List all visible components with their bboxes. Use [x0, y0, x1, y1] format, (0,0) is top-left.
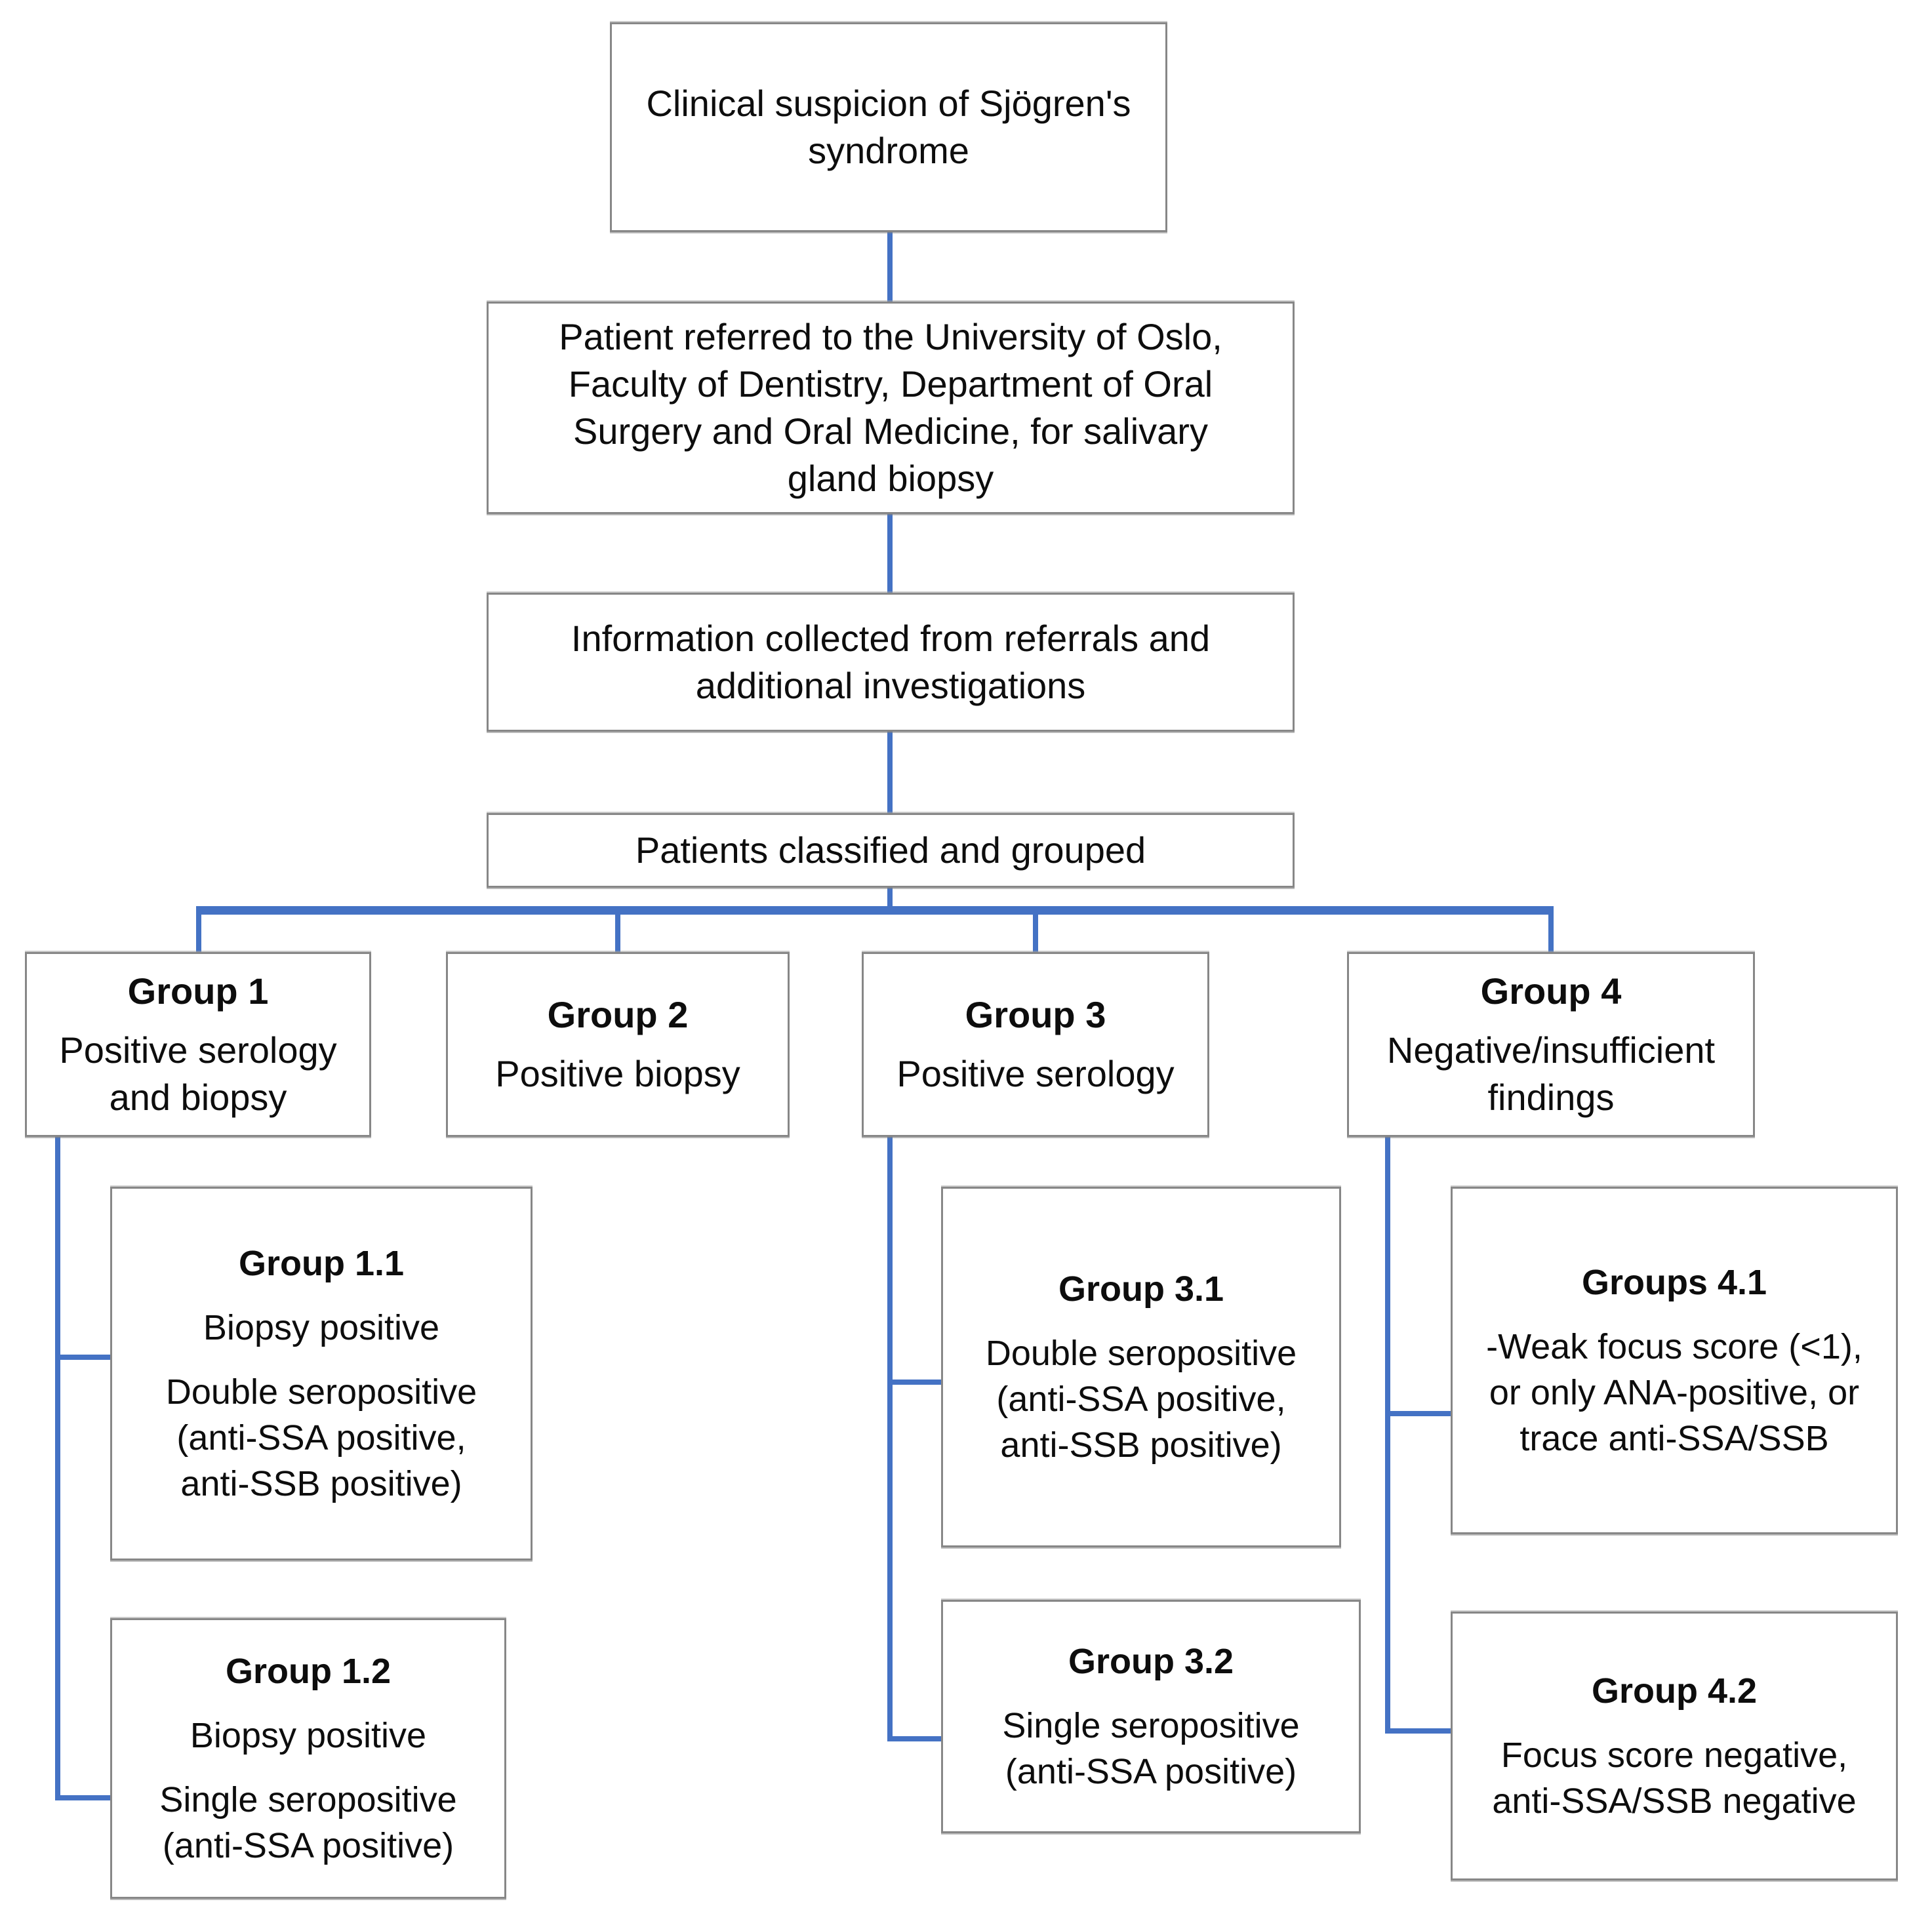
node-line: anti-SSB positive)	[1000, 1425, 1282, 1465]
node-line: Double seropositive	[985, 1334, 1297, 1373]
node-title: Group 3.1	[1058, 1269, 1224, 1309]
node-line: Double seropositive	[165, 1372, 477, 1412]
node-title: Group 1	[127, 970, 269, 1012]
node-group-4: Group 4 Negative/insufficient findings	[1347, 952, 1755, 1137]
node-line: additional investigations	[695, 665, 1086, 706]
node-title: Group 3	[965, 994, 1106, 1035]
node-line: Patient referred to the University of Os…	[559, 316, 1222, 357]
node-line: Information collected from referrals and	[571, 618, 1211, 659]
branch-group1-line	[55, 1137, 60, 1800]
node-line: gland biopsy	[787, 458, 994, 499]
drop-group3	[1033, 911, 1038, 953]
node-line: Focus score negative,	[1500, 1736, 1848, 1775]
node-line: Positive biopsy	[495, 1053, 740, 1094]
node-group-3-1: Group 3.1 Double seropositive (anti-SSA …	[941, 1187, 1341, 1547]
node-line: Single seropositive	[159, 1780, 457, 1819]
node-line: (anti-SSA positive)	[162, 1826, 454, 1865]
node-line: (anti-SSA positive)	[1005, 1752, 1297, 1791]
stub-group3-to-3-2	[887, 1736, 941, 1741]
node-line: Positive serology	[59, 1029, 337, 1071]
connector-clinical-to-referral	[887, 231, 893, 303]
node-line: anti-SSB positive)	[180, 1464, 462, 1503]
node-title: Group 3.2	[1068, 1642, 1234, 1681]
node-group-4-1: Groups 4.1 -Weak focus score (<1), or on…	[1451, 1187, 1898, 1534]
branch-group3-line	[887, 1137, 893, 1741]
stub-group3-to-3-1	[887, 1380, 941, 1385]
drop-group4	[1548, 911, 1554, 953]
connector-classified-to-bus	[887, 886, 893, 910]
drop-group2	[615, 911, 620, 953]
stub-group4-to-4-1	[1385, 1411, 1451, 1416]
node-group-3: Group 3 Positive serology	[862, 952, 1209, 1137]
node-line: Surgery and Oral Medicine, for salivary	[573, 410, 1208, 452]
node-line: Patients classified and grouped	[635, 829, 1146, 871]
node-group-3-2: Group 3.2 Single seropositive (anti-SSA …	[941, 1600, 1361, 1833]
connector-information-to-classified	[887, 730, 893, 814]
node-group-4-2: Group 4.2 Focus score negative, anti-SSA…	[1451, 1612, 1898, 1880]
node-line: or only ANA-positive, or	[1489, 1373, 1860, 1412]
node-information-collected: Information collected from referrals and…	[487, 593, 1295, 732]
node-line: Positive serology	[896, 1053, 1175, 1094]
node-patients-classified: Patients classified and grouped	[487, 813, 1295, 888]
node-line: anti-SSA/SSB negative	[1492, 1781, 1857, 1821]
node-line: and biopsy	[109, 1077, 287, 1118]
stub-group4-to-4-2	[1385, 1728, 1451, 1734]
node-line: -Weak focus score (<1),	[1486, 1327, 1862, 1366]
node-line: trace anti-SSA/SSB	[1519, 1419, 1829, 1458]
stub-group1-to-1-1	[55, 1355, 113, 1360]
node-line: (anti-SSA positive,	[996, 1380, 1286, 1419]
node-group-2: Group 2 Positive biopsy	[446, 952, 790, 1137]
node-line: Clinical suspicion of Sjögren's	[646, 83, 1131, 124]
stub-group1-to-1-2	[55, 1795, 113, 1800]
node-line: (anti-SSA positive,	[176, 1418, 466, 1458]
node-title: Group 4	[1480, 970, 1622, 1012]
node-line: Biopsy positive	[190, 1716, 427, 1755]
node-line: findings	[1487, 1077, 1615, 1118]
node-group-1: Group 1 Positive serology and biopsy	[25, 952, 371, 1137]
node-referral: Patient referred to the University of Os…	[487, 302, 1295, 514]
node-group-1-1: Group 1.1 Biopsy positive Double seropos…	[110, 1187, 533, 1560]
node-group-1-2: Group 1.2 Biopsy positive Single seropos…	[110, 1618, 506, 1899]
node-title: Group 1.1	[238, 1244, 405, 1283]
node-clinical-suspicion: Clinical suspicion of Sjögren's syndrome	[610, 22, 1167, 232]
connector-referral-to-information	[887, 513, 893, 594]
node-line: syndrome	[808, 130, 969, 171]
node-line: Biopsy positive	[203, 1308, 440, 1347]
node-line: Faculty of Dentistry, Department of Oral	[568, 363, 1213, 405]
node-title: Group 4.2	[1591, 1671, 1758, 1711]
bus-line	[196, 906, 1554, 915]
node-line: Single seropositive	[1002, 1706, 1300, 1745]
node-line: Negative/insufficient	[1386, 1029, 1716, 1071]
drop-group1	[196, 911, 201, 953]
node-title: Group 1.2	[225, 1652, 392, 1691]
node-title: Group 2	[547, 994, 689, 1035]
branch-group4-line	[1385, 1137, 1390, 1734]
node-title: Groups 4.1	[1581, 1263, 1767, 1302]
